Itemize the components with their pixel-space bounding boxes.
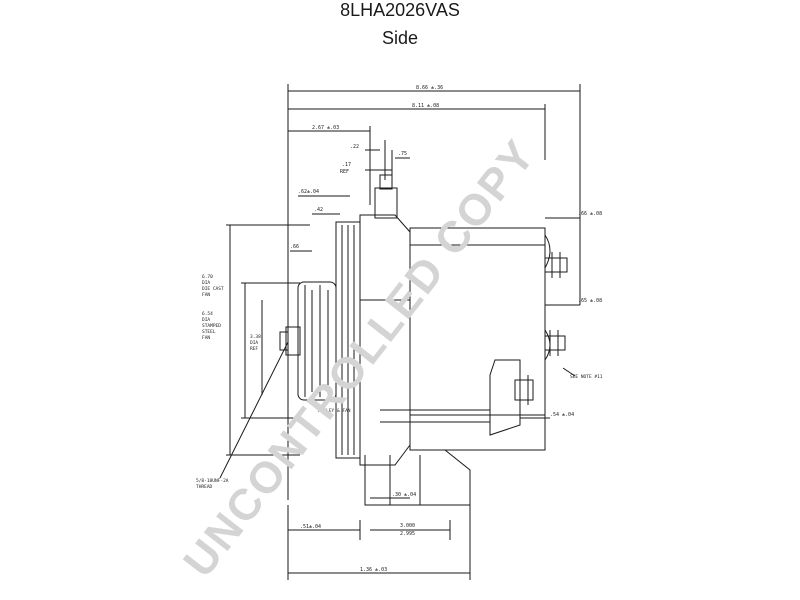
terminal-stud-upper (544, 257, 568, 273)
label-fan-steel-4: STEEL (202, 329, 216, 335)
dim-17-ref: REF (340, 169, 349, 175)
label-pulley-3: REF (250, 346, 258, 352)
label-pulley-1: 3.38 (250, 334, 261, 340)
dim-mount-span-2: 2.995 (400, 531, 415, 537)
terminal-stud-lower (544, 335, 566, 351)
dim-62: .62±.04 (298, 189, 319, 195)
label-fan-steel-3: STAMPED (202, 323, 221, 329)
dim-overall-length: 8.66 ±.36 (416, 85, 443, 91)
dim-75: .75 (398, 151, 407, 157)
dim-mount-offset: .54 ±.04 (550, 412, 574, 418)
label-fan-die-cast-1: 6.70 (202, 274, 213, 280)
dim-17: .17 (342, 162, 351, 168)
label-fan-steel-5: FAN (202, 335, 210, 341)
dim-base-length: 1.36 ±.03 (360, 567, 387, 573)
dim-22: .22 (350, 144, 359, 150)
label-fan-die-cast-3: DIE CAST (202, 286, 224, 292)
label-pulley-2: DIA (250, 340, 258, 346)
dim-66: .66 (290, 244, 299, 250)
dim-front-offset: .51±.04 (300, 524, 321, 530)
mount-ear (364, 449, 471, 506)
rear-bracket (489, 359, 521, 436)
dim-terminal-offset-2: .65 ±.08 (578, 298, 602, 304)
view-label: Side (381, 28, 419, 48)
dim-mount-span-1: 3.000 (400, 523, 415, 529)
label-fan-die-cast-4: FAN (202, 292, 210, 298)
dim-terminal-offset: .66 ±.08 (578, 211, 602, 217)
label-pulley-fan: PULLEY & FAN (318, 408, 351, 414)
dim-length-to-terminal: 8.11 ±.08 (412, 103, 439, 109)
dim-front-to-housing: 2.67 ±.03 (312, 125, 339, 131)
label-thread-1: 5/8-18UNF-2A (196, 478, 229, 484)
label-thread-2: THREAD (196, 484, 213, 490)
label-fan-die-cast-2: DIA (202, 280, 210, 286)
label-see-note: SEE NOTE #11 (570, 374, 603, 380)
label-fan-steel-1: 6.54 (202, 311, 213, 317)
part-number-title: 8LHA2026VAS (340, 0, 460, 20)
label-fan-steel-2: DIA (202, 317, 210, 323)
dim-ear-width: .30 ±.04 (392, 492, 416, 498)
dim-42: .42 (314, 207, 323, 213)
